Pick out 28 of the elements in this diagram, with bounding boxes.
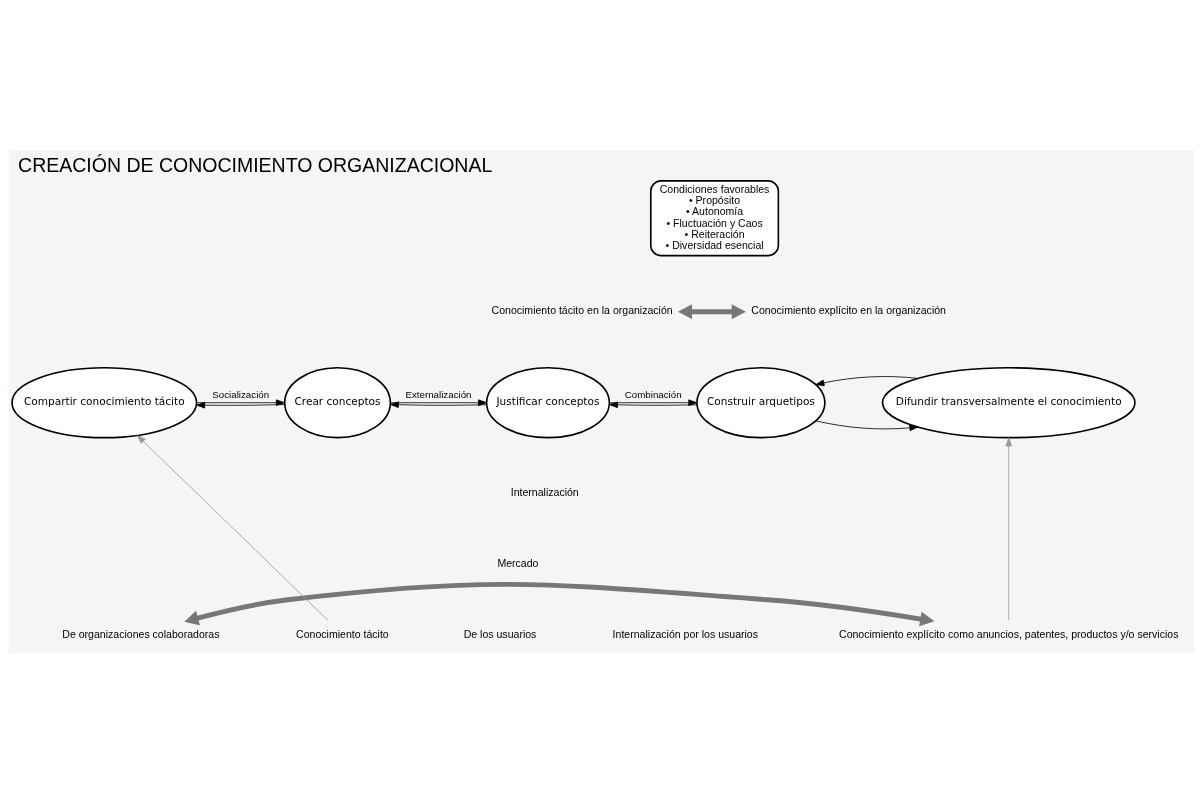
arrow bbox=[815, 419, 919, 431]
arrow bbox=[137, 434, 329, 621]
node-text: Conocimiento tácito bbox=[296, 627, 389, 640]
node-ellipse: Justificar conceptos bbox=[485, 366, 611, 438]
arrow bbox=[184, 581, 935, 626]
label: Mercado bbox=[497, 556, 539, 569]
arrow bbox=[196, 401, 286, 408]
node-text: Conocimiento tácito en la organización bbox=[491, 303, 673, 316]
node-text: Conocimiento explícito como anuncios, patentes, productos y/o servicios bbox=[839, 627, 1179, 640]
edge-label: Combinación bbox=[624, 388, 682, 400]
label: Internalización bbox=[510, 485, 579, 498]
edge-label: Externalización bbox=[405, 388, 472, 400]
arrow bbox=[677, 303, 746, 319]
arrow bbox=[609, 398, 698, 406]
arrow bbox=[815, 375, 919, 386]
edge-label: Socialización bbox=[212, 388, 270, 400]
diagram-title: CREACIÓN DE CONOCIMIENTO ORGANIZACIONAL bbox=[18, 153, 493, 176]
node-box: Condiciones favorables • Propósito • Autonomía • Fluctuación y Caos • Reiteración • Diversidad esencial bbox=[649, 179, 780, 256]
label: Internalización por los usuarios bbox=[612, 627, 759, 640]
node-text: De organizaciones colaboradoras bbox=[62, 627, 220, 640]
arrow bbox=[608, 401, 698, 408]
node-text: Conocimiento explícito en la organización bbox=[751, 303, 946, 316]
label: De los usuarios bbox=[463, 627, 537, 640]
arrow bbox=[196, 398, 285, 406]
node-ellipse: Crear conceptos bbox=[283, 366, 392, 438]
node-ellipse: Compartir conocimiento tácito bbox=[11, 366, 198, 438]
node-ellipse: Difundir transversalmente el conocimiento bbox=[881, 366, 1136, 438]
arrow bbox=[1005, 436, 1012, 621]
